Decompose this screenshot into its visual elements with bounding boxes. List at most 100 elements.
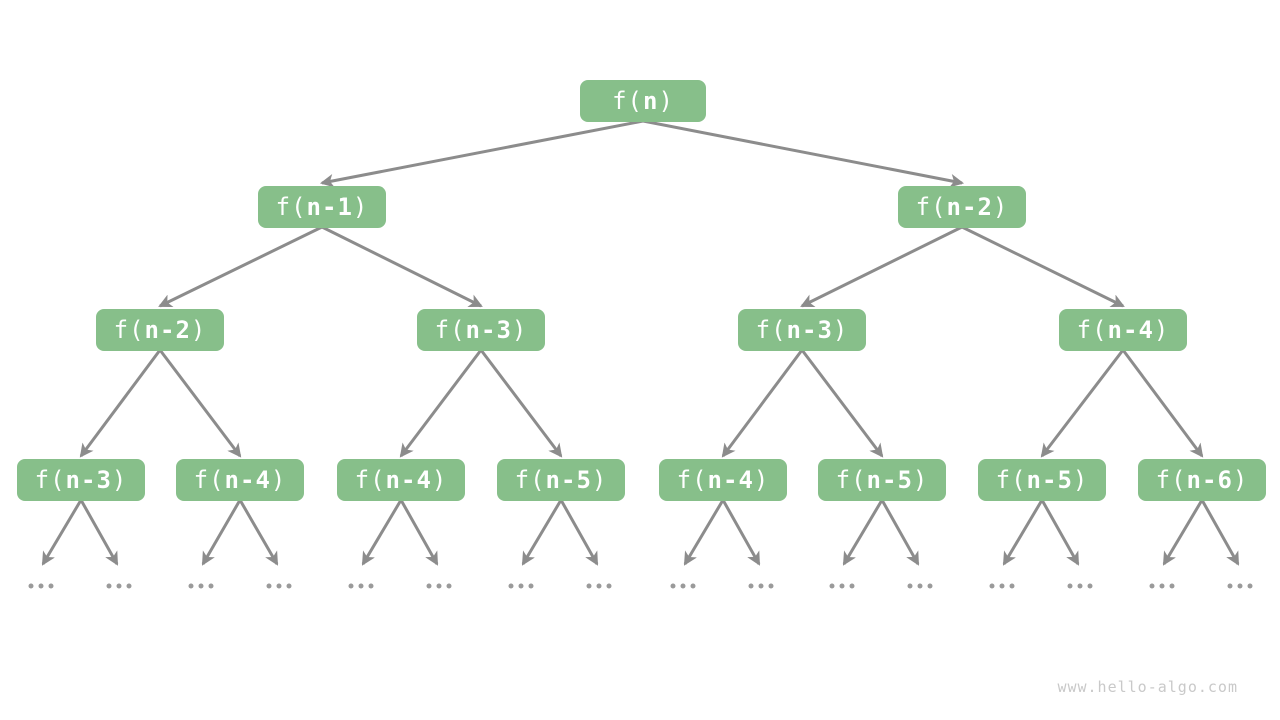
ellipsis-dot <box>1227 583 1233 589</box>
ellipsis-dot <box>116 583 122 589</box>
ellipsis-dot <box>1159 583 1165 589</box>
ellipsis-dot <box>208 583 214 589</box>
ellipsis-leaf <box>1227 583 1253 589</box>
tree-edge-arrow <box>399 349 483 458</box>
node-label-prefix: f( <box>755 316 787 344</box>
ellipsis-dot <box>596 583 602 589</box>
tree-edge-arrow <box>238 499 279 566</box>
ellipsis-dot <box>1087 583 1093 589</box>
node-label-core: n-4 <box>707 466 754 494</box>
node-label-prefix: f( <box>995 466 1027 494</box>
ellipsis-dot <box>528 583 534 589</box>
tree-node-f-n-4: f(n-4) <box>176 459 304 501</box>
tree-edge-arrow <box>1040 349 1125 458</box>
ellipsis-dot <box>606 583 612 589</box>
tree-edge-arrow <box>800 349 884 458</box>
ellipsis-leaf <box>266 583 292 589</box>
node-label-prefix: f( <box>275 193 307 221</box>
tree-edge-arrow <box>721 499 761 566</box>
ellipsis-dot <box>1169 583 1175 589</box>
tree-edge-arrow <box>721 349 804 458</box>
node-label-suffix: ) <box>1072 466 1089 494</box>
ellipsis-dot <box>266 583 272 589</box>
node-label-core: n-2 <box>144 316 191 344</box>
watermark: www.hello-algo.com <box>1057 678 1238 696</box>
node-label-prefix: f( <box>434 316 466 344</box>
ellipsis-dot <box>1067 583 1073 589</box>
ellipsis-leaf <box>1149 583 1175 589</box>
ellipsis-dot <box>1077 583 1083 589</box>
ellipsis-dot <box>917 583 923 589</box>
ellipsis-dot <box>106 583 112 589</box>
tree-edge-arrow <box>961 225 1125 308</box>
node-label-prefix: f( <box>113 316 145 344</box>
tree-node-f-n-3: f(n-3) <box>417 309 545 351</box>
ellipsis-dot <box>989 583 995 589</box>
node-label-core: n-2 <box>946 193 993 221</box>
tree-edge-arrow <box>1162 499 1204 566</box>
tree-edge-arrow <box>1040 499 1080 566</box>
ellipsis-dot <box>1149 583 1155 589</box>
tree-edge-arrow <box>683 499 725 566</box>
ellipsis-leaf <box>106 583 132 589</box>
node-label-suffix: ) <box>591 466 608 494</box>
tree-node-f-n-4: f(n-4) <box>337 459 465 501</box>
ellipsis-dot <box>508 583 514 589</box>
tree-edge-arrow <box>479 349 563 458</box>
node-label-core: n <box>643 87 659 115</box>
ellipsis-dot <box>286 583 292 589</box>
node-label-suffix: ) <box>431 466 448 494</box>
tree-edge-arrow <box>361 499 403 566</box>
ellipsis-dot <box>48 583 54 589</box>
ellipsis-dot <box>126 583 132 589</box>
tree-edge-arrow <box>880 499 920 566</box>
tree-edge-arrow <box>800 225 963 308</box>
ellipsis-dot <box>518 583 524 589</box>
tree-node-f-n-5: f(n-5) <box>497 459 625 501</box>
ellipsis-dot <box>1247 583 1253 589</box>
ellipsis-dot <box>1009 583 1015 589</box>
node-label-suffix: ) <box>832 316 849 344</box>
ellipsis-leaf <box>188 583 214 589</box>
ellipsis-leaf <box>28 583 54 589</box>
node-label-core: n-4 <box>224 466 271 494</box>
ellipsis-dot <box>768 583 774 589</box>
ellipsis-dot <box>426 583 432 589</box>
ellipsis-dot <box>839 583 845 589</box>
node-label-prefix: f( <box>676 466 708 494</box>
ellipsis-leaf <box>907 583 933 589</box>
ellipsis-leaf <box>748 583 774 589</box>
tree-edge-arrow <box>321 225 483 308</box>
ellipsis-dot <box>849 583 855 589</box>
tree-node-f-n-3: f(n-3) <box>17 459 145 501</box>
node-label-suffix: ) <box>270 466 287 494</box>
ellipsis-dot <box>358 583 364 589</box>
node-label-suffix: ) <box>1232 466 1249 494</box>
ellipsis-dot <box>586 583 592 589</box>
ellipsis-leaf <box>426 583 452 589</box>
ellipsis-dot <box>758 583 764 589</box>
tree-edge-arrow <box>1200 499 1240 566</box>
node-label-prefix: f( <box>1155 466 1187 494</box>
ellipsis-dot <box>446 583 452 589</box>
ellipsis-dot <box>670 583 676 589</box>
node-label-prefix: f( <box>514 466 546 494</box>
node-label-prefix: f( <box>34 466 66 494</box>
node-label-suffix: ) <box>912 466 929 494</box>
ellipsis-dot <box>690 583 696 589</box>
tree-node-f-n-4: f(n-4) <box>659 459 787 501</box>
tree-edge-arrow <box>1002 499 1044 566</box>
ellipsis-dot <box>28 583 34 589</box>
node-label-core: n-5 <box>1026 466 1073 494</box>
node-label-prefix: f( <box>915 193 947 221</box>
ellipsis-dot <box>198 583 204 589</box>
tree-node-f-n-5: f(n-5) <box>818 459 946 501</box>
tree-node-f-n-1: f(n-1) <box>258 186 386 228</box>
ellipsis-leaf <box>829 583 855 589</box>
node-label-core: n-5 <box>866 466 913 494</box>
node-label-core: n-3 <box>65 466 112 494</box>
tree-edge-arrow <box>399 499 439 566</box>
node-label-prefix: f( <box>835 466 867 494</box>
tree-node-f-n-2: f(n-2) <box>96 309 224 351</box>
